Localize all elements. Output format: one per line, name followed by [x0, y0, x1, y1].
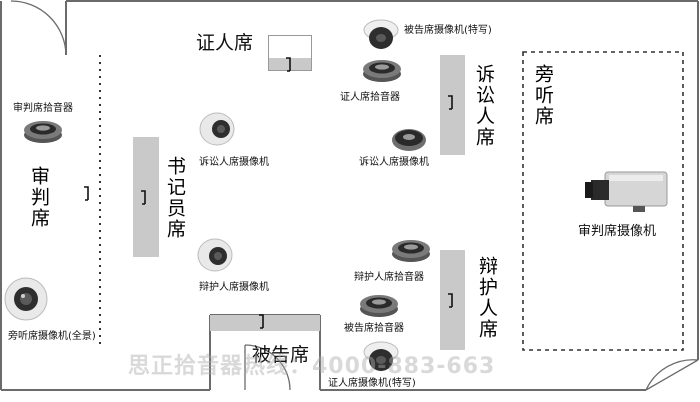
witness-mic-icon: [363, 60, 401, 82]
defendant-closeup-camera-icon: [363, 19, 399, 49]
prosecution-chair-marker: [448, 95, 453, 110]
judge-box-camera-icon: [585, 171, 668, 212]
witness-chair-marker: [286, 57, 291, 72]
witness-mic-label: 证人席拾音器: [340, 92, 400, 103]
prosecution-area-camera-icon: [199, 112, 235, 146]
defendant-bench: [210, 315, 320, 331]
gallery-panorama-camera-icon: [4, 277, 48, 321]
judge-seat-label: 审判席: [28, 166, 50, 229]
prosecution-area-camera-label: 诉讼人席摄像机: [199, 157, 269, 168]
prosecution-seat-label: 诉讼人席: [473, 64, 495, 148]
watermark: 思正拾音器热线：4000-883-663: [128, 354, 496, 379]
judge-mic-icon: [24, 121, 62, 143]
witness-seat-label: 证人席: [196, 32, 254, 54]
defense-seat-label: 辩护人席: [476, 256, 498, 340]
defendant-closeup-camera-label: 被告席摄像机(特写): [404, 25, 492, 36]
defendant-mic-icon: [360, 295, 398, 317]
defense-mic-icon: [392, 240, 430, 262]
defense-mic-label: 辩护人席拾音器: [354, 272, 424, 283]
gallery-panorama-camera-label: 旁听席摄像机(全景): [8, 331, 96, 342]
prosecution-camera-label: 诉讼人席摄像机: [359, 157, 429, 168]
gallery-seat-label: 旁听席: [532, 64, 554, 127]
judge-mic-label: 审判席拾音器: [13, 103, 73, 114]
defense-camera-icon: [197, 238, 233, 272]
prosecution-camera-icon: [392, 129, 426, 151]
defendant-chair-marker: [259, 314, 264, 329]
witness-closeup-camera-label: 证人席摄像机(特写): [328, 378, 416, 389]
clerk-seat-label: 书记员席: [164, 156, 186, 240]
witness-closeup-camera-icon: [363, 341, 399, 371]
judge-chair-marker: [84, 186, 89, 201]
defendant-seat-label: 被告席: [252, 344, 310, 366]
defense-camera-label: 辩护人席摄像机: [199, 282, 269, 293]
clerk-bench: [133, 137, 159, 257]
defense-chair-marker: [448, 293, 453, 308]
clerk-chair-marker: [141, 190, 146, 205]
judge-camera-label: 审判席摄像机: [578, 224, 657, 239]
defendant-mic-label: 被告席拾音器: [344, 323, 404, 334]
